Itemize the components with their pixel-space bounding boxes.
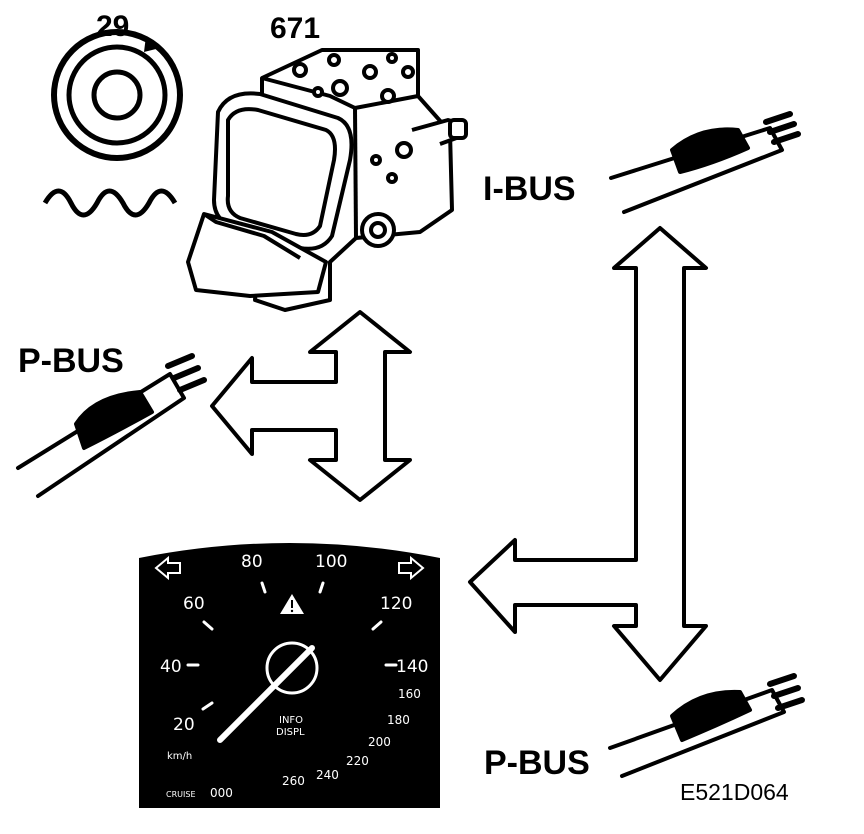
ibus-pbus-double-arrow: [468, 226, 708, 682]
speed-unit-label: km/h: [167, 751, 192, 762]
gauge-label-160: 160: [398, 687, 421, 701]
info-display-label-2: DISPL: [276, 727, 305, 738]
pbus-left-cable-icon: [16, 353, 207, 498]
gauge-label-200: 200: [368, 735, 391, 749]
figure-code-label: E521D064: [680, 779, 789, 805]
gauge-hub: [265, 641, 319, 695]
speedometer: 20 40 60 80 100 120 140 160 180 200 220 …: [139, 543, 440, 808]
gauge-label-260: 260: [282, 774, 305, 788]
gauge-label-80: 80: [241, 552, 263, 572]
ibus-label: I-BUS: [483, 170, 576, 208]
gauge-label-40: 40: [160, 657, 182, 677]
gauge-label-20: 20: [173, 715, 195, 735]
pbus-left-label: P-BUS: [18, 342, 124, 380]
gauge-label-60: 60: [183, 594, 205, 614]
gauge-label-180: 180: [387, 713, 410, 727]
gauge-label-100: 100: [315, 552, 347, 572]
gauge-needle: [217, 645, 315, 743]
pbus-bottom-cable-icon: [608, 673, 805, 778]
right-indicator-icon: [398, 555, 425, 581]
gauge-label-120: 120: [380, 594, 412, 614]
info-display-label: INFO: [279, 715, 303, 726]
gauge-label-220: 220: [346, 754, 369, 768]
pbus-bottom-label: P-BUS: [484, 744, 590, 782]
abs-control-module-icon: [186, 48, 468, 312]
wheel-speed-sensor-icon: [42, 29, 183, 218]
module-number-label: 671: [270, 12, 320, 45]
pbus-left-double-arrow: [210, 310, 412, 502]
ibus-cable-icon: [609, 111, 801, 214]
odometer-readout: 000: [210, 786, 233, 800]
gauge-label-140: 140: [396, 657, 428, 677]
gauge-label-240: 240: [316, 768, 339, 782]
cruise-label: CRUISE: [166, 790, 196, 799]
sensor-number-label: 29: [96, 10, 129, 43]
left-indicator-icon: [154, 555, 181, 581]
